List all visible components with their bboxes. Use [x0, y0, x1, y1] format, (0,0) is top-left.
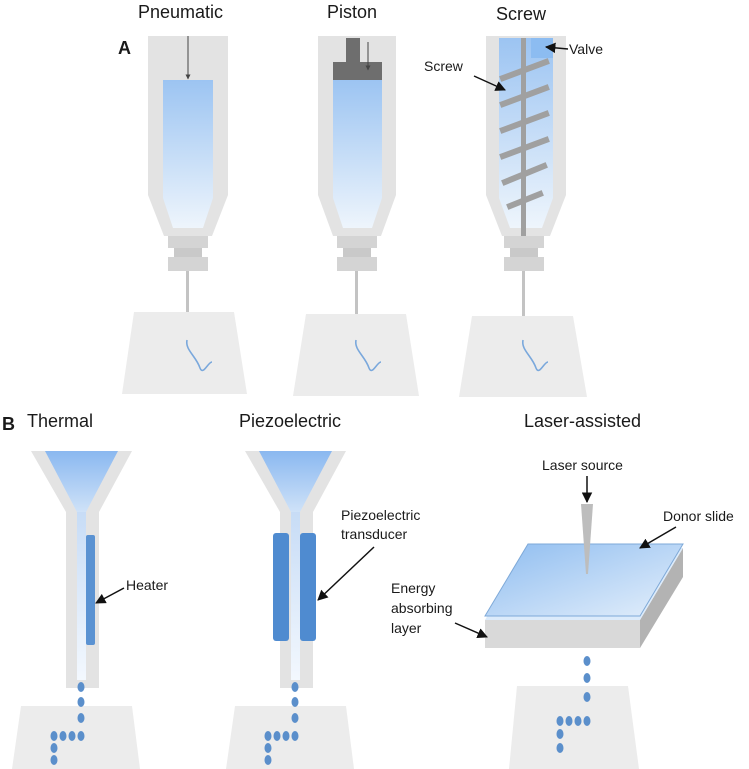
panel-a-label: A [118, 38, 131, 58]
bioink-fill [333, 80, 382, 228]
piezo-transducer-left [273, 533, 289, 641]
droplet [264, 743, 272, 753]
droplet [583, 656, 591, 666]
droplet [264, 731, 272, 741]
droplet [291, 697, 299, 707]
droplet [556, 743, 564, 753]
ink-channel [77, 512, 86, 680]
slide-right-face [640, 548, 683, 648]
donor-slide-label: Donor slide [663, 508, 734, 524]
thermal-printhead: Thermal Heater [12, 411, 168, 769]
droplets [264, 682, 299, 765]
pneumatic-title: Pneumatic [138, 2, 223, 22]
droplet [50, 743, 58, 753]
nozzle-connector [168, 236, 208, 248]
slide-front-face [485, 620, 640, 648]
valve-label-arrow [544, 42, 569, 54]
droplet [291, 682, 299, 692]
panel-b-label: B [2, 414, 15, 434]
droplet [50, 731, 58, 741]
screw-title: Screw [496, 4, 547, 24]
nozzle-connector [174, 248, 202, 257]
droplet [273, 731, 281, 741]
print-plate [12, 706, 140, 769]
extruded-filament [522, 339, 549, 372]
droplets [556, 656, 591, 753]
piston-syringe: Piston [293, 2, 419, 396]
droplet [556, 729, 564, 739]
nozzle-connector [343, 248, 371, 257]
bioink-fill [163, 80, 213, 228]
droplet [583, 716, 591, 726]
droplet [77, 682, 85, 692]
transducer-arrow [317, 546, 375, 601]
droplet [565, 716, 573, 726]
ink-channel [291, 512, 300, 680]
extruded-filament [186, 339, 213, 372]
droplet [77, 697, 85, 707]
needle [186, 271, 189, 341]
heater-label: Heater [126, 577, 168, 593]
donor-slide [484, 543, 684, 617]
nozzle-connector [504, 257, 544, 271]
droplet [291, 713, 299, 723]
piezo-transducer-right [300, 533, 316, 641]
donor-slide-arrow [639, 526, 677, 549]
piezo-printhead: Piezoelectric Piezoelectric transducer [226, 411, 420, 769]
nozzle-connector [504, 236, 544, 248]
screw-label: Screw [424, 58, 464, 74]
piston-title: Piston [327, 2, 377, 22]
energy-layer-label-line2: absorbing [391, 600, 453, 616]
heater-element [86, 535, 95, 645]
laser-assisted-printer: Laser-assisted Laser source Donor slide … [391, 411, 734, 769]
heater-arrow [95, 587, 125, 604]
nozzle-connector [168, 257, 208, 271]
transducer-label-line1: Piezoelectric [341, 507, 420, 523]
droplets [50, 682, 85, 765]
droplet [59, 731, 67, 741]
extruded-filament [355, 339, 382, 372]
valve-label: Valve [569, 41, 603, 57]
transducer-label-line2: transducer [341, 526, 407, 542]
droplet [583, 692, 591, 702]
needle [522, 271, 525, 341]
nozzle-connector [337, 236, 377, 248]
print-plate [459, 316, 587, 397]
laser-title: Laser-assisted [524, 411, 641, 431]
screw-thread [499, 58, 550, 210]
needle [355, 271, 358, 341]
pneumatic-syringe: Pneumatic [122, 2, 247, 394]
droplet [583, 673, 591, 683]
ink-reservoir [259, 451, 332, 512]
print-plate [509, 686, 639, 769]
droplet [50, 755, 58, 765]
droplet [77, 713, 85, 723]
laser-beam [581, 504, 593, 574]
screw-syringe: Screw Screw Valve [424, 4, 603, 397]
droplet [291, 731, 299, 741]
print-plate [293, 314, 419, 396]
droplet [264, 755, 272, 765]
droplet [282, 731, 290, 741]
nozzle-connector [510, 248, 538, 257]
droplet [77, 731, 85, 741]
energy-layer-arrow [454, 622, 488, 639]
screw-label-arrow [473, 75, 506, 91]
print-plate [122, 312, 247, 394]
piston-rod [346, 38, 360, 64]
piezo-title: Piezoelectric [239, 411, 341, 431]
laser-source-label: Laser source [542, 457, 623, 473]
nozzle-connector [337, 257, 377, 271]
thermal-title: Thermal [27, 411, 93, 431]
ink-reservoir [45, 451, 118, 512]
screw-shaft [521, 38, 526, 243]
energy-layer-label-line3: layer [391, 620, 422, 636]
droplet [574, 716, 582, 726]
piston-head [333, 62, 382, 80]
energy-layer-label-line1: Energy [391, 580, 435, 596]
print-plate [226, 706, 354, 769]
droplet [68, 731, 76, 741]
droplet [556, 716, 564, 726]
